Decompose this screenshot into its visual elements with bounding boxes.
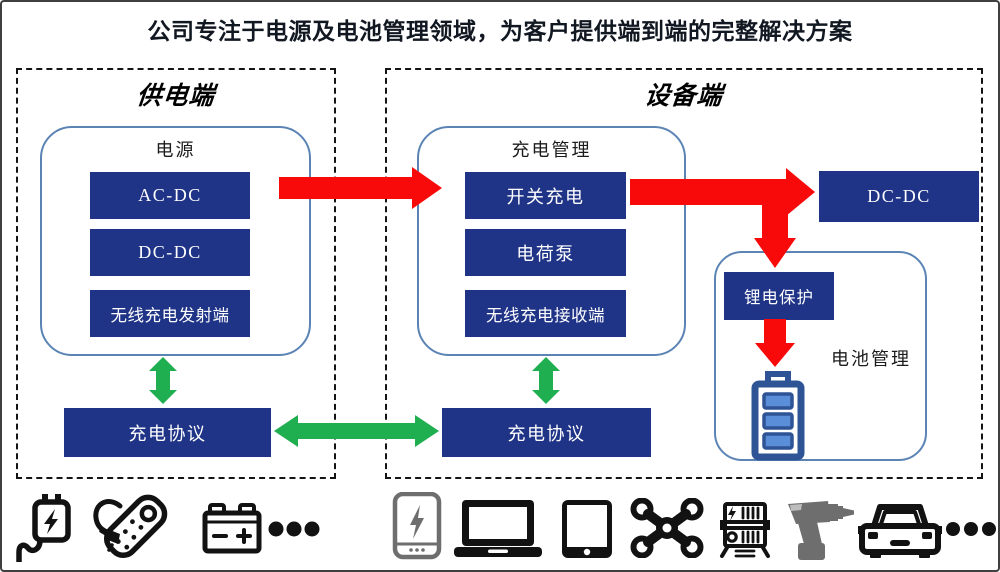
page-title: 公司专注于电源及电池管理领域，为客户提供端到端的完整解决方案 (147, 19, 853, 44)
tablet-icon (562, 500, 612, 558)
ellipsis-icon-left (268, 521, 320, 537)
power-adapter-icon (16, 494, 71, 562)
battery-management-group: 锂电保护 电池管理 (714, 251, 927, 461)
charge-management-label: 充电管理 (511, 140, 592, 160)
power-bank-phone-icon (392, 492, 442, 560)
device-charging-protocol-box: 充电协议 (442, 408, 651, 457)
box-wireless-charge-tx: 无线充电发射端 (90, 290, 250, 337)
box-dc-dc-output: DC-DC (819, 171, 979, 222)
box-dc-dc: DC-DC (90, 229, 250, 276)
electric-drill-icon (788, 501, 854, 560)
ellipsis-icon-right (946, 522, 996, 536)
power-strip-icon (93, 494, 168, 558)
box-charge-pump: 电荷泵 (465, 229, 626, 276)
power-supply-icon (720, 502, 770, 558)
power-source-label: 电源 (155, 140, 196, 160)
device-side-heading: 设备端 (643, 82, 725, 110)
charge-management-stack: 开关充电 电荷泵 无线充电接收端 (419, 128, 684, 354)
power-source-group: 电源 AC-DC DC-DC 无线充电发射端 (40, 126, 311, 356)
device-side-panel: 设备端 充电管理 开关充电 电荷泵 无线充电接收端 充电协议 DC-DC 锂电保… (385, 68, 983, 479)
box-switch-charge: 开关充电 (465, 172, 626, 219)
supply-charging-protocol-box: 充电协议 (64, 408, 271, 457)
box-wireless-charge-rx: 无线充电接收端 (465, 290, 626, 337)
car-battery-icon (202, 503, 262, 554)
drone-icon (630, 498, 704, 558)
laptop-icon (454, 500, 542, 557)
supply-side-heading: 供电端 (135, 82, 217, 110)
battery-management-label: 电池管理 (831, 349, 911, 369)
car-icon (858, 504, 942, 558)
charge-management-group: 充电管理 开关充电 电荷泵 无线充电接收端 (417, 126, 686, 356)
supply-side-panel: 供电端 电源 AC-DC DC-DC 无线充电发射端 充电协议 (16, 68, 336, 479)
battery-icon (751, 371, 805, 461)
box-ac-dc: AC-DC (90, 172, 250, 219)
lithium-protection-box: 锂电保护 (724, 272, 834, 320)
